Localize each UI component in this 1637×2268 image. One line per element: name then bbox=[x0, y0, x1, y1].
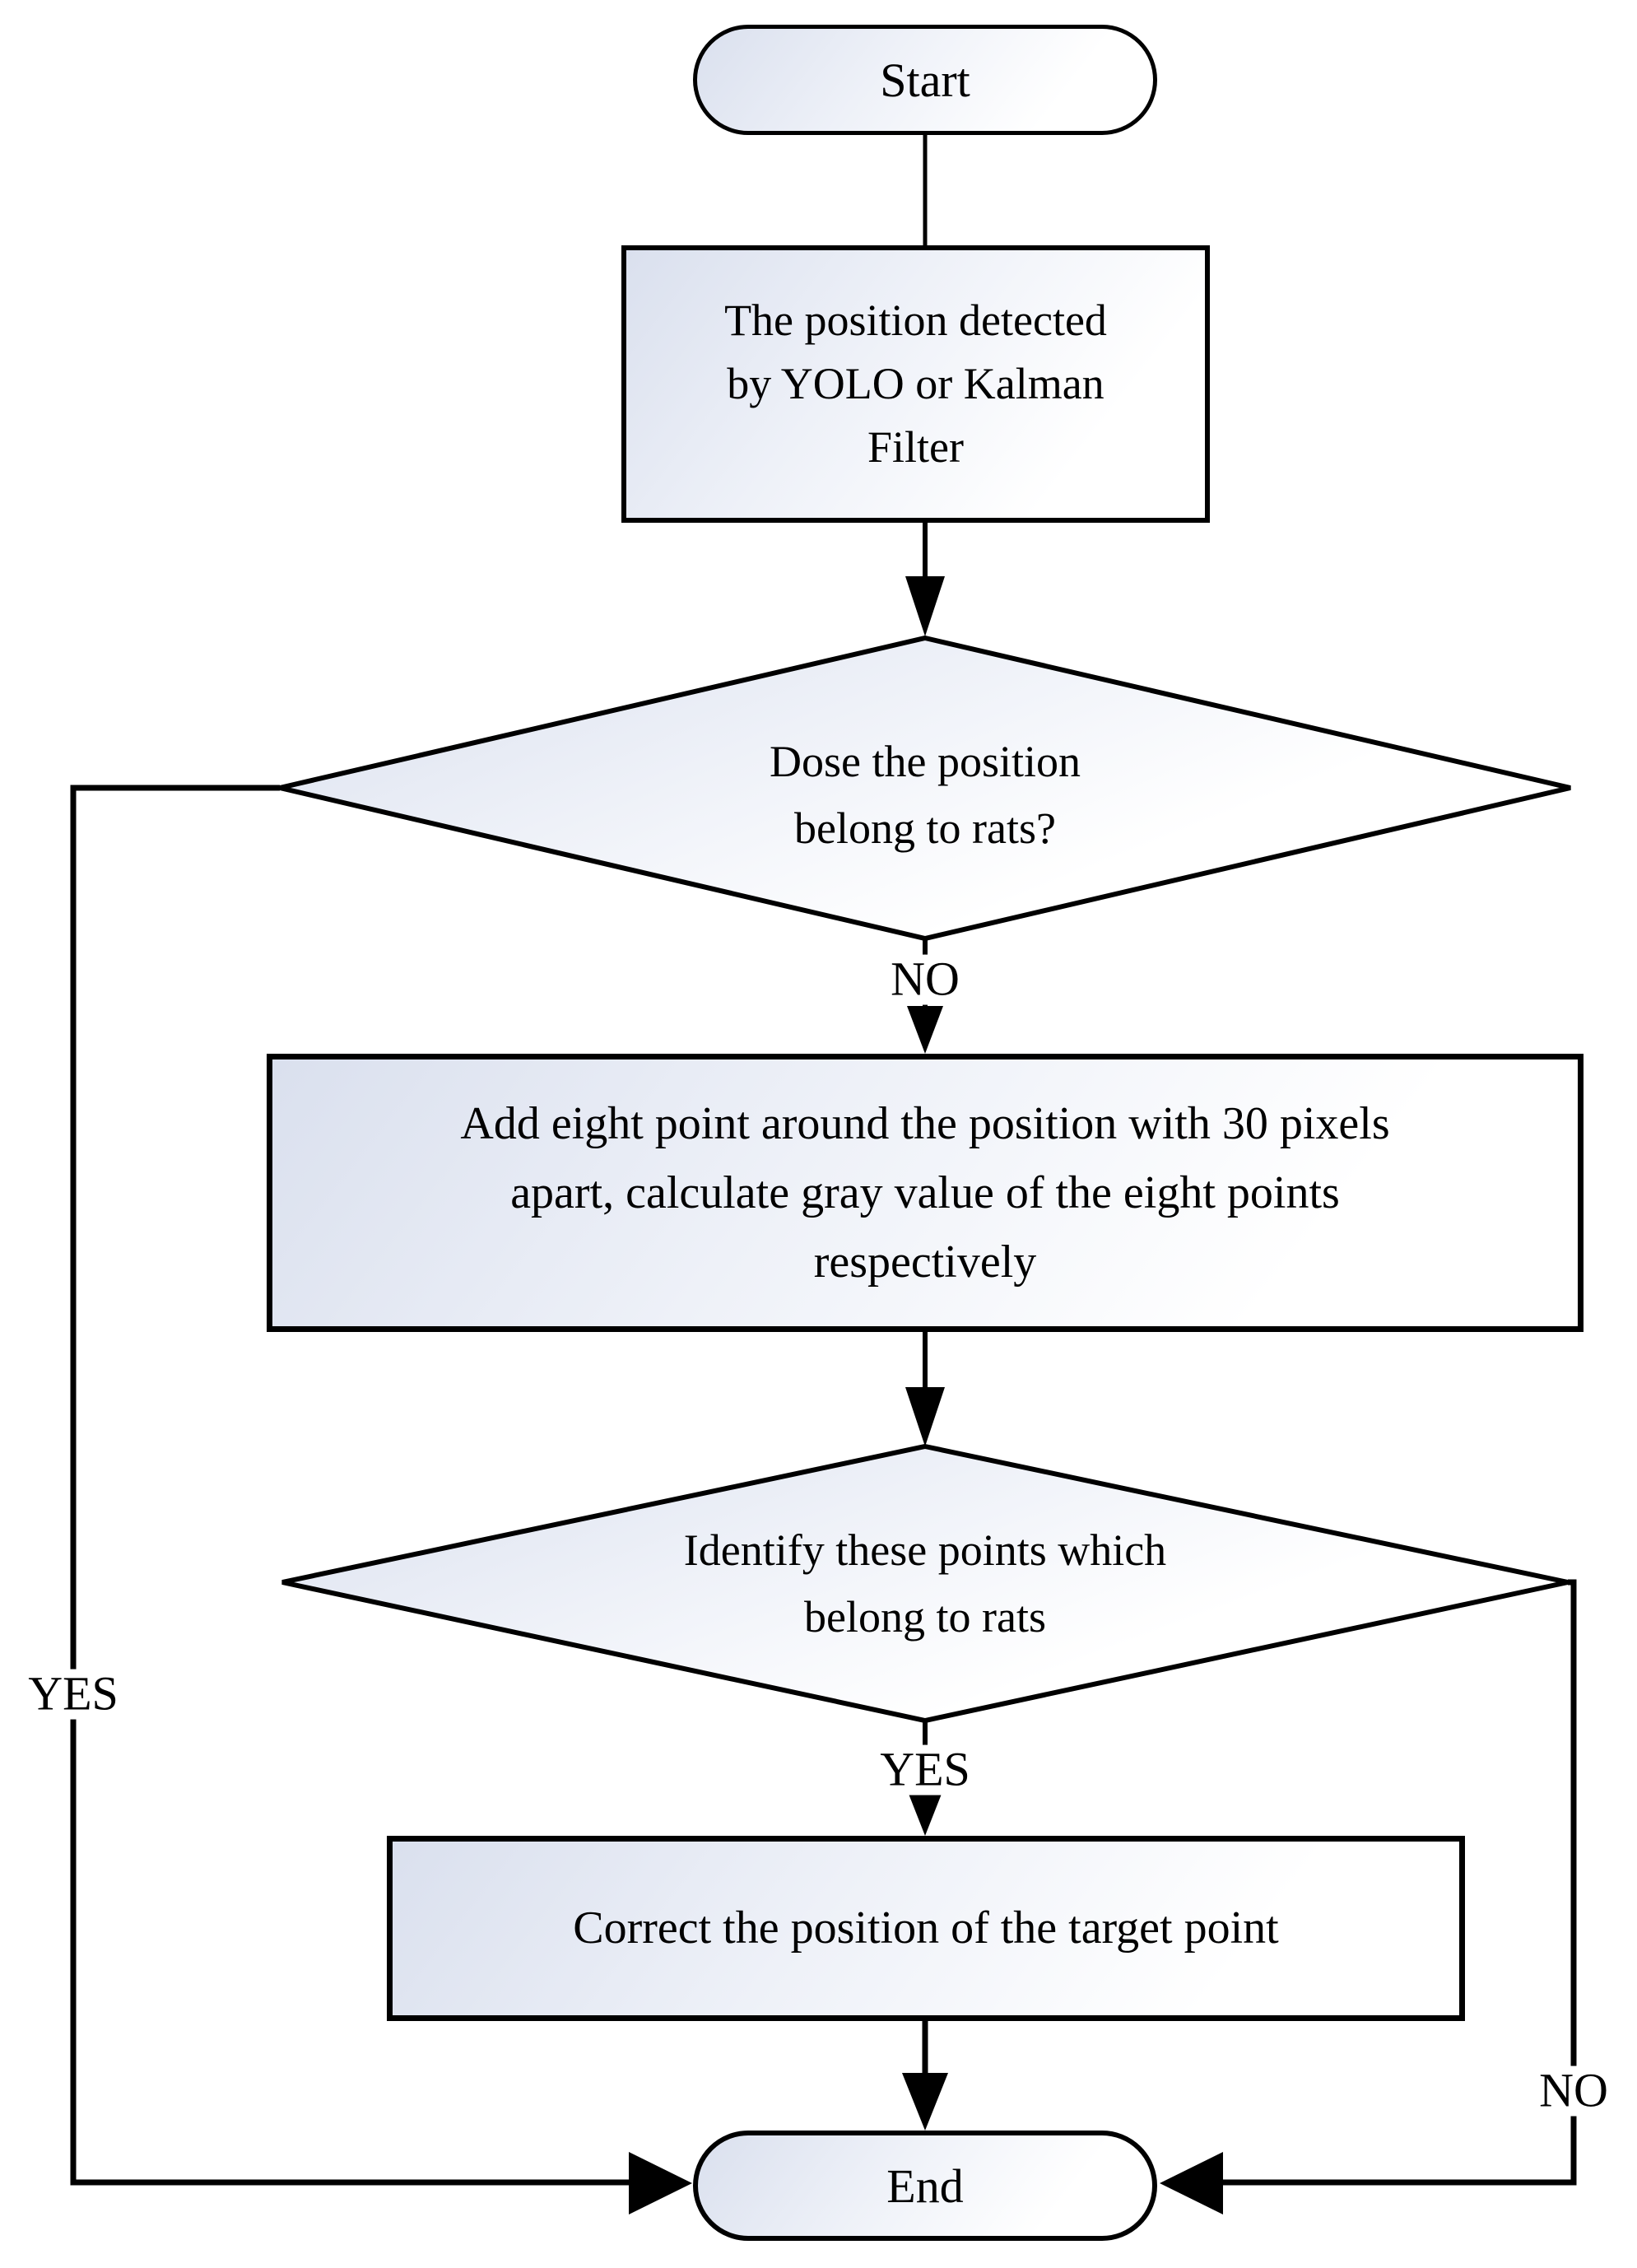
process-position-detected: The position detected by YOLO or Kalman … bbox=[621, 245, 1210, 523]
edge-label-yes-left: YES bbox=[21, 1669, 125, 1720]
process-position-detected-text: The position detected by YOLO or Kalman … bbox=[724, 289, 1107, 478]
edge-label-no-top: NO bbox=[884, 954, 966, 1005]
identify-line-2: belong to rats bbox=[804, 1592, 1046, 1642]
arrowhead-into-decision-rat bbox=[905, 576, 945, 636]
decision-rat-line-2: belong to rats? bbox=[794, 803, 1056, 853]
process-add-eight-points: Add eight point around the position with… bbox=[267, 1054, 1584, 1332]
edge-identify-no-end bbox=[1223, 1579, 1577, 2186]
detect-line-2: by YOLO or Kalman bbox=[727, 359, 1105, 409]
edge-decision-yes-end bbox=[70, 785, 629, 2186]
addpoints-line-2: apart, calculate gray value of the eight… bbox=[510, 1167, 1340, 1218]
edge-label-no-right: NO bbox=[1532, 2065, 1615, 2117]
addpoints-line-3: respectively bbox=[813, 1236, 1037, 1288]
decision-belongs-to-rats-text: Dose the position belong to rats? bbox=[431, 729, 1419, 862]
detect-line-3: Filter bbox=[867, 421, 964, 472]
correct-label: Correct the position of the target point bbox=[573, 1902, 1279, 1954]
arrowhead-into-end-top bbox=[902, 2073, 948, 2131]
decision-identify-points-text: Identify these points which belong to ra… bbox=[431, 1517, 1419, 1651]
edge-label-yes-middle: YES bbox=[873, 1744, 977, 1795]
arrowhead-into-end-right bbox=[1160, 2152, 1223, 2214]
decision-rat-line-1: Dose the position bbox=[770, 737, 1081, 786]
arrowhead-into-correct bbox=[907, 1790, 943, 1836]
process-add-eight-points-text: Add eight point around the position with… bbox=[460, 1089, 1389, 1297]
arrowhead-into-decision-identify bbox=[905, 1387, 945, 1446]
addpoints-line-1: Add eight point around the position with… bbox=[460, 1098, 1390, 1149]
arrowhead-into-add-points bbox=[907, 1006, 943, 1054]
start-label: Start bbox=[880, 53, 970, 107]
start-terminator: Start bbox=[693, 25, 1157, 135]
end-terminator: End bbox=[693, 2131, 1157, 2241]
detect-line-1: The position detected bbox=[724, 296, 1107, 346]
end-label: End bbox=[886, 2159, 964, 2213]
process-correct-position: Correct the position of the target point bbox=[387, 1836, 1465, 2021]
identify-line-1: Identify these points which bbox=[683, 1525, 1167, 1575]
arrowhead-into-end-left bbox=[629, 2152, 692, 2214]
